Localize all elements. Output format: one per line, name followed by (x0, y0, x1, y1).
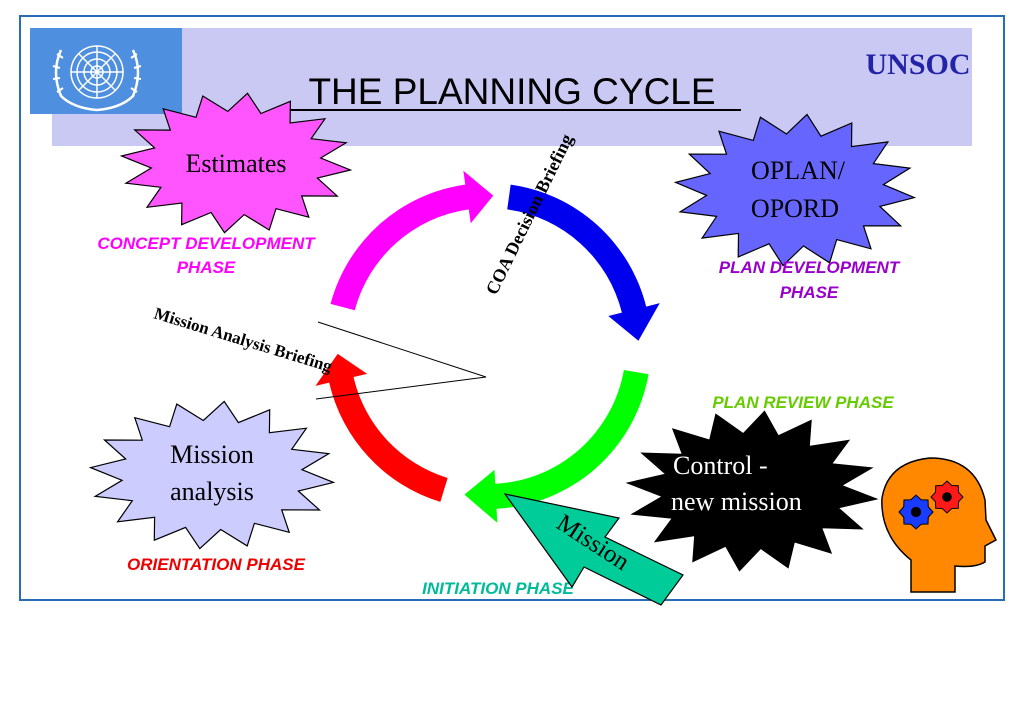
plan-development-arc (507, 184, 660, 341)
mission-analysis-burst (88, 400, 336, 550)
oplan-label-line2: OPORD (751, 194, 839, 223)
concept-development-arc (330, 170, 494, 311)
planning-cycle-ring (315, 170, 660, 523)
control-label-line1: Control - (673, 451, 768, 480)
un-emblem-icon (30, 28, 182, 114)
mission-analysis-label-line2: analysis (170, 477, 254, 506)
control-label-line2: new mission (671, 487, 802, 516)
blue-gear-icon-hub (910, 506, 922, 518)
head-with-gears-icon (881, 457, 997, 593)
control-burst (625, 410, 879, 572)
orientation-phase: ORIENTATION PHASE (127, 555, 306, 574)
concept-phase-line2: PHASE (177, 258, 236, 277)
red-gear-icon-hub (942, 492, 952, 502)
plan-review-arc (464, 369, 649, 523)
initiation-phase: INITIATION PHASE (422, 579, 574, 598)
brand-label: UNSOC (865, 48, 970, 81)
plan-dev-phase-line1: PLAN DEVELOPMENT (719, 258, 901, 277)
orientation-arc (315, 353, 448, 502)
oplan-burst (673, 113, 917, 267)
phase-bursts (88, 92, 917, 572)
page-title: THE PLANNING CYCLE (308, 71, 715, 112)
oplan-label-line1: OPLAN/ (751, 156, 846, 185)
estimates-burst (119, 92, 353, 234)
plan-review-phase: PLAN REVIEW PHASE (712, 393, 894, 412)
mission-analysis-briefing-callout (315, 321, 487, 400)
estimates-label: Estimates (185, 149, 286, 178)
mission-analysis-label-line1: Mission (170, 440, 254, 469)
concept-phase-line1: CONCEPT DEVELOPMENT (97, 234, 316, 253)
plan-dev-phase-line2: PHASE (780, 283, 839, 302)
